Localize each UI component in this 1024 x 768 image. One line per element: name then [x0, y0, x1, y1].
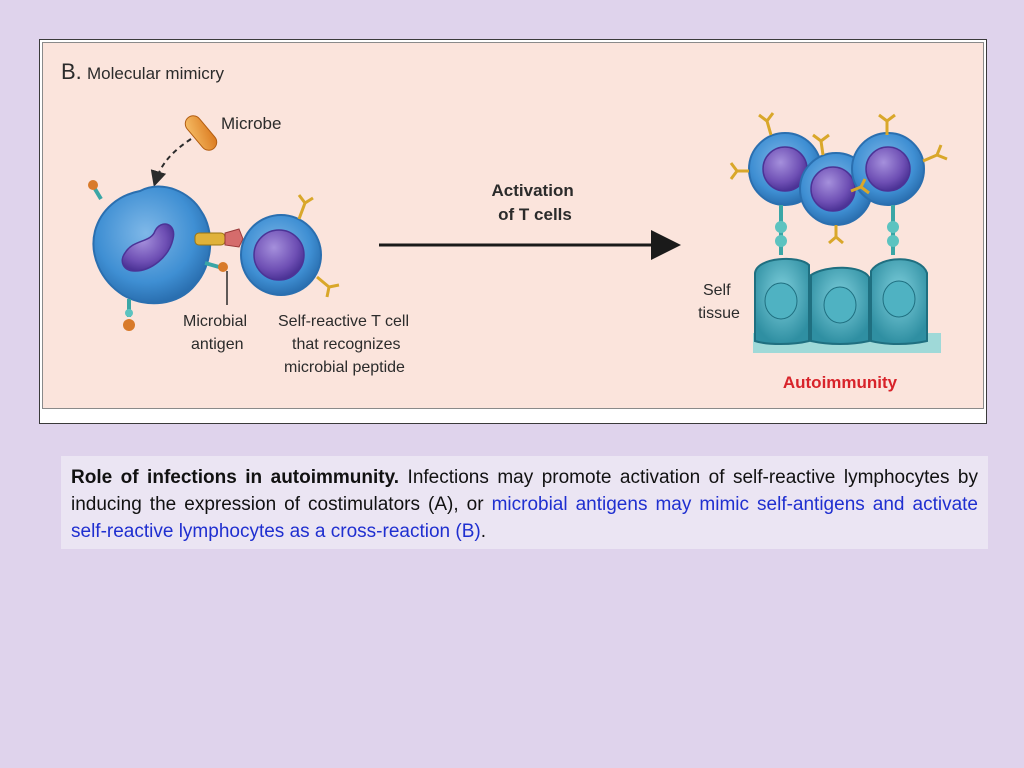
activated-t-cells-icon [729, 112, 948, 255]
self-tissue-icon [753, 257, 941, 353]
caption-box: Role of infections in autoimmunity. Infe… [61, 456, 988, 549]
caption-body: Infections may promote activation of sel… [71, 467, 978, 515]
microbe-path-arrow [150, 138, 192, 187]
activation-label: Activation of T cells [492, 181, 579, 224]
microbe-icon [184, 115, 218, 151]
self-reactive-t-cell-icon [240, 194, 340, 298]
mhc-molecule-icon [123, 299, 135, 331]
mhc-molecule-icon [204, 261, 228, 272]
caption-highlight: microbial antigens may mimic self-antige… [71, 494, 978, 542]
microbe-label: Microbe [221, 114, 281, 133]
panel-title: Molecular mimicry [87, 64, 224, 83]
mhc-link-icon [887, 205, 899, 255]
caption-end: . [480, 521, 486, 542]
antigen-presenting-cell-icon [88, 180, 228, 331]
mhc-link-icon [775, 205, 787, 255]
panel-label: B. [61, 59, 82, 84]
tcr-mhc-binding-icon [194, 228, 244, 248]
figure-panel: B. Molecular mimicry Microbe [42, 42, 984, 409]
molecular-mimicry-diagram: B. Molecular mimicry Microbe [61, 59, 948, 392]
microbial-antigen-label: Microbial antigen [183, 313, 251, 353]
caption-title: Role of infections in autoimmunity. [71, 467, 400, 488]
t-cell-label: Self-reactive T cell that recognizes mic… [278, 313, 413, 376]
autoimmunity-label: Autoimmunity [783, 373, 898, 392]
mhc-molecule-icon [88, 180, 103, 201]
self-tissue-label: Self tissue [698, 282, 740, 322]
figure-frame: B. Molecular mimicry Microbe [39, 39, 987, 424]
